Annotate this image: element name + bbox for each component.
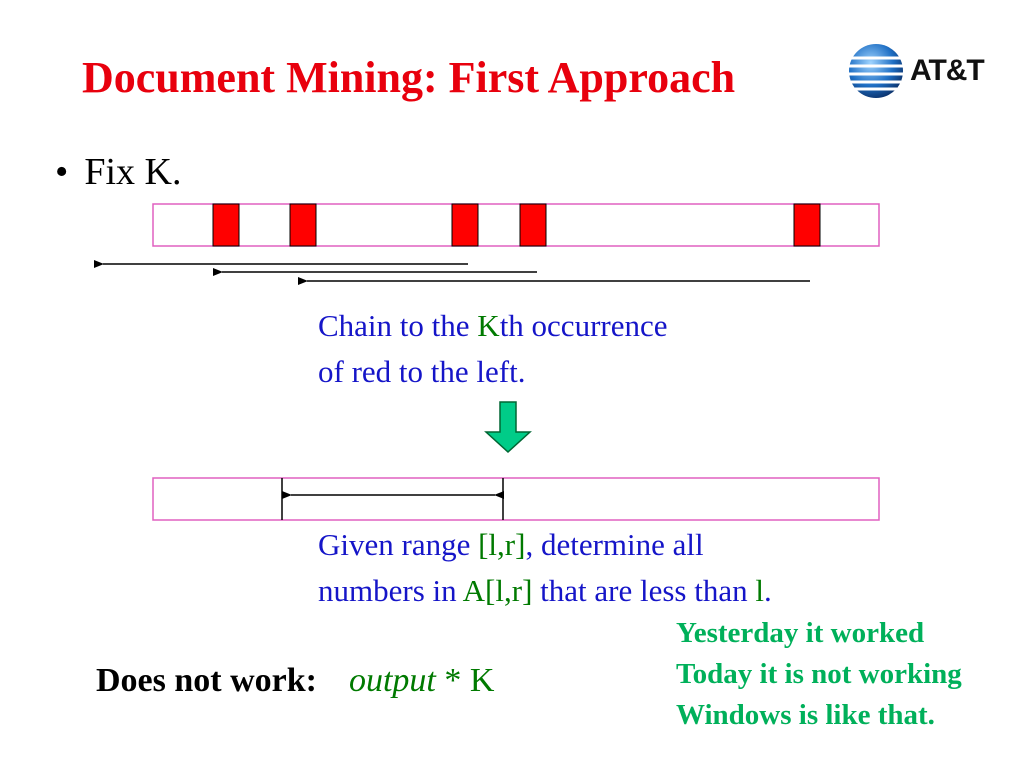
att-globe-logo-icon [849,44,903,98]
caption-text: of red to the left. [318,354,526,389]
slide-title: Document Mining: First Approach [82,53,736,102]
caption-text: that are less than [532,573,756,608]
caption-text: Chain to the [318,308,478,343]
logo-text: AT&T [910,54,985,87]
bullet-dot: • [55,151,69,193]
top-array-bar [152,203,880,247]
caption-text: numbers in [318,573,463,608]
note-line: Yesterday it worked [676,617,925,649]
output-term: output [348,662,436,699]
red-marker [212,203,240,247]
caption-text: Given range [318,527,479,562]
caption-l: l [755,573,764,608]
bullet-item: • Fix K. [55,150,181,194]
does-not-work-line: Does not work: output * K [96,658,494,704]
red-marker [451,203,479,247]
caption-array: A[l,r] [462,573,533,608]
caption-range: [l,r] [478,527,526,562]
note-line: Today it is not working [676,658,962,690]
range-caption: Given range [l,r], determine all numbers… [318,522,772,614]
side-note: Yesterday it worked Today it is not work… [676,613,962,736]
caption-text: . [763,573,772,608]
output-multiplier: * K [435,662,495,699]
caption-k: K [477,308,500,343]
down-arrow-icon [484,401,532,454]
caption-text: , determine all [525,527,704,562]
note-line: Windows is like that. [676,699,935,731]
bullet-text: Fix K. [84,151,182,193]
does-not-work-label: Does not work: [96,662,317,699]
red-marker [519,203,547,247]
caption-text: th occurrence [499,308,668,343]
red-marker [793,203,821,247]
chain-caption: Chain to the Kth occurrence of red to th… [318,303,668,395]
red-marker [289,203,317,247]
bottom-array-bar [152,477,880,521]
